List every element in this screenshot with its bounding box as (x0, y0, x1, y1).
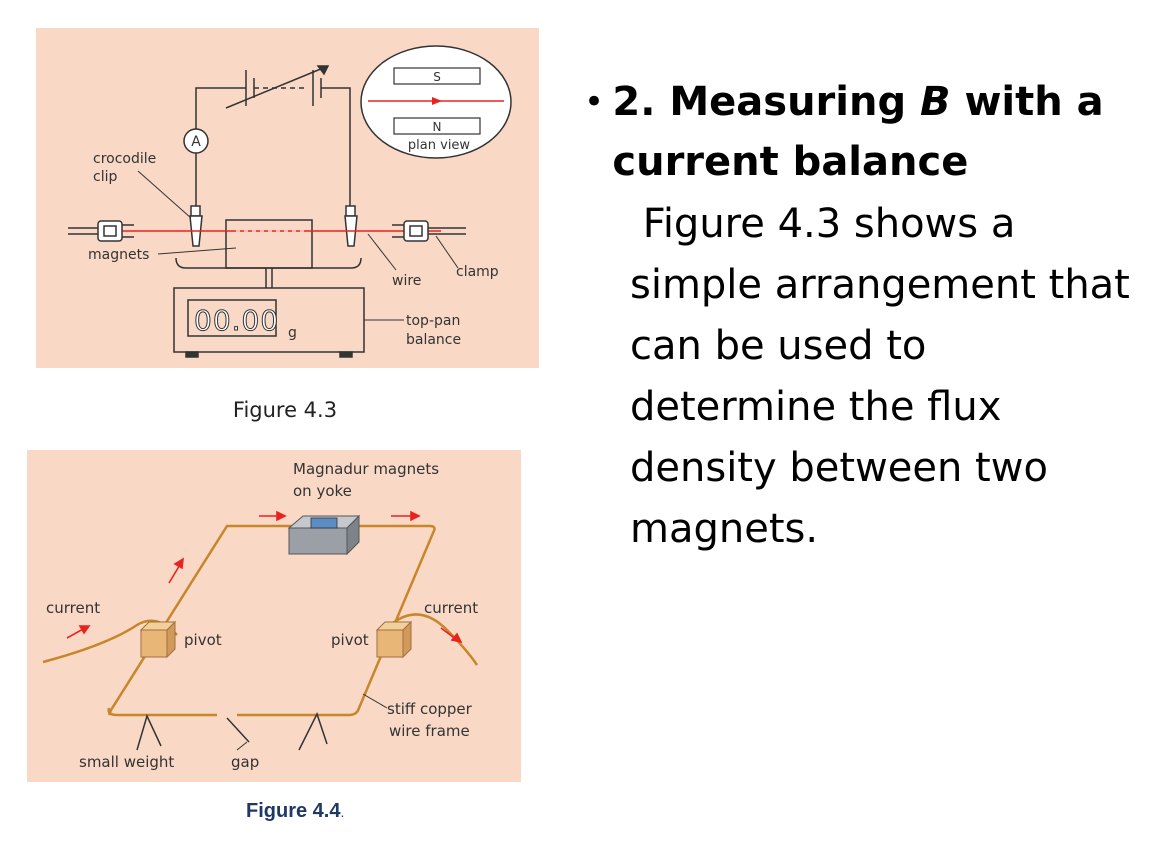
circuit-wires (195, 87, 351, 206)
arrow-icon (410, 510, 421, 522)
south-pole-label: S (433, 70, 441, 84)
figure-4-3-diagram: A (68, 45, 512, 358)
crocodile-clip-left-icon (189, 205, 203, 247)
current-label-right: current (424, 599, 478, 617)
small-weight-icons (136, 712, 328, 751)
figure-4-4-caption: Figure 4.4. (246, 800, 344, 823)
slide-heading: 2. Measuring B with a current balance (612, 72, 1144, 192)
pivot-right-icon (375, 620, 413, 659)
frame-label-2: wire frame (389, 722, 470, 740)
magnadur-magnet-icon (287, 514, 361, 556)
magnets-label-2: on yoke (293, 482, 352, 500)
figure-4-4-caption-text: Figure 4.4 (246, 800, 341, 822)
figure-4-3-panel: A (36, 28, 539, 368)
frame-label-1: stiff copper (387, 700, 473, 718)
plan-view-inset (360, 45, 512, 159)
figure-4-4-caption-dot: . (340, 804, 345, 820)
heading-row: • 2. Measuring B with a current balance (584, 72, 1144, 192)
magnets-brace (175, 257, 362, 269)
balance-unit-label: g (288, 325, 297, 341)
magnet-block (225, 219, 313, 288)
magnets-label: magnets (88, 247, 149, 263)
pivot-left-icon (139, 620, 177, 659)
slide-text: • 2. Measuring B with a current balance … (584, 72, 1144, 560)
figure-4-3-caption: Figure 4.3 (232, 398, 338, 422)
body-paragraph: Figure 4.3 shows a simple arrangement th… (630, 201, 1143, 552)
copper-wire-frame (42, 524, 479, 717)
arrow-icon (78, 625, 91, 635)
heading-prefix: 2. Measuring (612, 79, 921, 125)
arrow-icon (276, 510, 287, 522)
current-arrow-icon (432, 97, 442, 105)
leader-lines (137, 170, 459, 321)
north-pole-label: N (433, 120, 442, 134)
pivot-label-right: pivot (331, 631, 369, 649)
plan-view-label: plan view (408, 138, 471, 153)
figure-4-4-panel: Magnadur magnets on yoke current current… (27, 450, 521, 782)
power-supply-icon (225, 65, 330, 109)
heading-variable: B (920, 79, 951, 125)
current-arrows (66, 510, 463, 644)
crocodile-clip-label-1: crocodile (93, 151, 156, 167)
ammeter-icon (183, 128, 209, 154)
clamp-right-icon (392, 220, 466, 242)
clamp-left-icon (68, 220, 134, 242)
current-label-left: current (46, 599, 100, 617)
arrow-icon (173, 557, 184, 570)
crocodile-clip-right-icon (344, 205, 358, 247)
figure-4-4-diagram: Magnadur magnets on yoke current current… (42, 460, 479, 771)
wire-label: wire (392, 273, 421, 289)
balance-label-1: top-pan (406, 313, 460, 329)
magnets-label-1: Magnadur magnets (293, 460, 439, 478)
arrow-icon (450, 632, 463, 644)
ammeter-label: A (191, 134, 201, 150)
bullet-icon: • (584, 82, 605, 122)
crocodile-clip-label-2: clip (93, 169, 117, 185)
gap-label: gap (231, 753, 259, 771)
clamp-label: clamp (456, 264, 499, 280)
pivot-label-left: pivot (184, 631, 222, 649)
heading-suffix: with a current balance (612, 79, 1104, 185)
balance-label-2: balance (406, 332, 461, 348)
balance-display: 00.00 (194, 304, 279, 337)
small-weight-label: small weight (79, 753, 174, 771)
